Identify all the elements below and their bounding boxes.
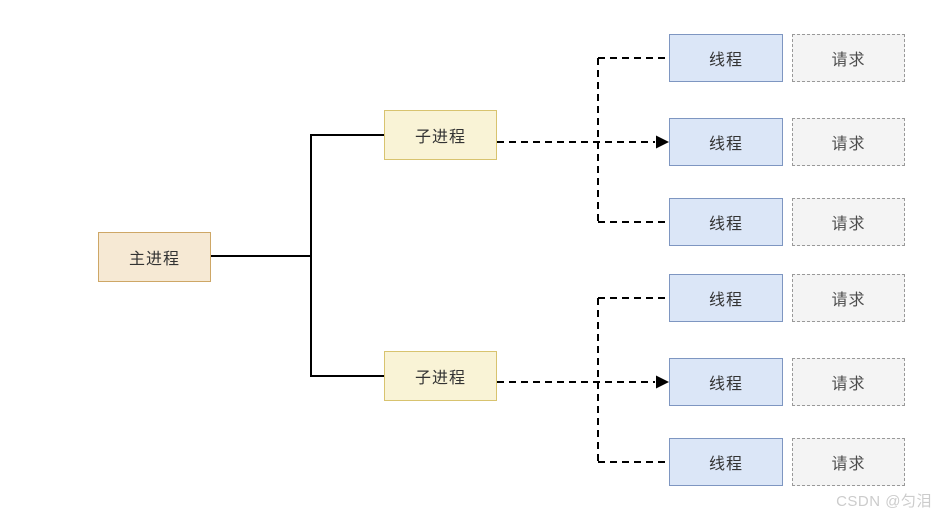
thread-node-4: 线程 [669, 274, 783, 322]
child-process-node-2: 子进程 [384, 351, 497, 401]
request-node-4: 请求 [792, 274, 905, 322]
thread-node-2: 线程 [669, 118, 783, 166]
thread-node-3: 线程 [669, 198, 783, 246]
child-process-node-1: 子进程 [384, 110, 497, 160]
request-node-5: 请求 [792, 358, 905, 406]
request-node-1: 请求 [792, 34, 905, 82]
arrowhead-child1-to-thread2 [656, 135, 669, 149]
watermark: CSDN @匀泪 [836, 493, 932, 510]
request-node-6: 请求 [792, 438, 905, 486]
thread-node-1: 线程 [669, 34, 783, 82]
request-node-2: 请求 [792, 118, 905, 166]
arrowhead-child2-to-thread5 [656, 375, 669, 389]
thread-node-5: 线程 [669, 358, 783, 406]
main-process-node: 主进程 [98, 232, 211, 282]
thread-node-6: 线程 [669, 438, 783, 486]
request-node-3: 请求 [792, 198, 905, 246]
